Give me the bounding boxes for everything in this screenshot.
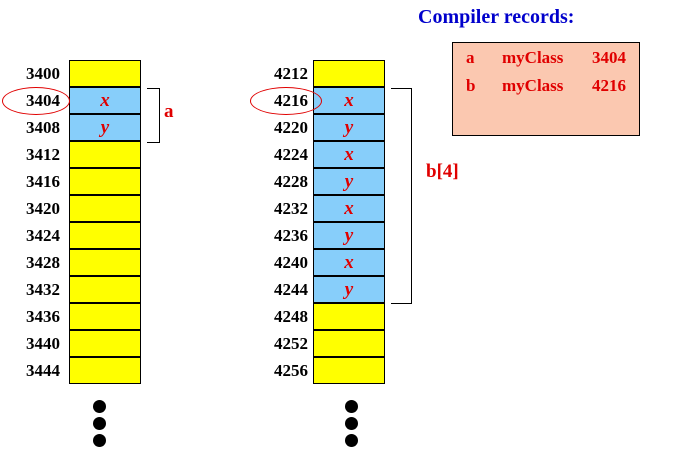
address-label: 3436 [26,307,60,326]
bracket-label: a [164,101,174,122]
address-label: 4256 [274,361,308,380]
address-label: 4240 [274,253,308,272]
address-highlight-oval [250,87,322,115]
memory-cell [69,141,141,168]
address-label: 3440 [26,334,60,353]
memory-cell [69,249,141,276]
memory-cell [313,60,385,87]
array-bracket [391,88,412,304]
memory-cell [69,195,141,222]
memory-cell: y [313,276,385,303]
memory-cell [69,330,141,357]
memory-cell: x [313,249,385,276]
continuation-dot [345,400,358,413]
record-name: b [466,76,476,95]
address-label: 3400 [26,64,60,83]
record-address: 4216 [592,76,626,95]
memory-cell: x [313,87,385,114]
address-highlight-oval [2,87,70,115]
compiler-records-title: Compiler records: [418,6,575,28]
address-label: 3444 [26,361,60,380]
memory-cell [313,303,385,330]
object-bracket [147,88,160,143]
address-label: 3432 [26,280,60,299]
continuation-dot [93,434,106,447]
memory-cell [313,330,385,357]
record-address: 3404 [592,48,626,67]
compiler-records-box: a myClass 3404 b myClass 4216 [452,42,640,136]
record-type: myClass [502,48,564,67]
memory-cell [69,60,141,87]
address-label: 4220 [274,118,308,137]
memory-cell: y [313,114,385,141]
address-label: 3412 [26,145,60,164]
address-label: 4228 [274,172,308,191]
memory-cell: y [313,222,385,249]
memory-cell: y [69,114,141,141]
memory-cell [69,276,141,303]
address-label: 3424 [26,226,60,245]
address-label: 4236 [274,226,308,245]
address-label: 3428 [26,253,60,272]
continuation-dot [345,417,358,430]
record-type: myClass [502,76,564,95]
memory-cell [313,357,385,384]
address-label: 4212 [274,64,308,83]
address-label: 4244 [274,280,308,299]
continuation-dot [93,417,106,430]
memory-cell: x [313,141,385,168]
record-name: a [466,48,475,67]
address-label: 4248 [274,307,308,326]
address-label: 3408 [26,118,60,137]
address-label: 4252 [274,334,308,353]
address-label: 4224 [274,145,308,164]
memory-cell [69,357,141,384]
address-label: 4232 [274,199,308,218]
bracket-label: b[4] [426,161,459,182]
memory-cell [69,222,141,249]
memory-cell [69,303,141,330]
memory-cell: y [313,168,385,195]
address-label: 3416 [26,172,60,191]
continuation-dot [345,434,358,447]
memory-cell [69,168,141,195]
memory-cell: x [69,87,141,114]
continuation-dot [93,400,106,413]
memory-cell: x [313,195,385,222]
address-label: 3420 [26,199,60,218]
